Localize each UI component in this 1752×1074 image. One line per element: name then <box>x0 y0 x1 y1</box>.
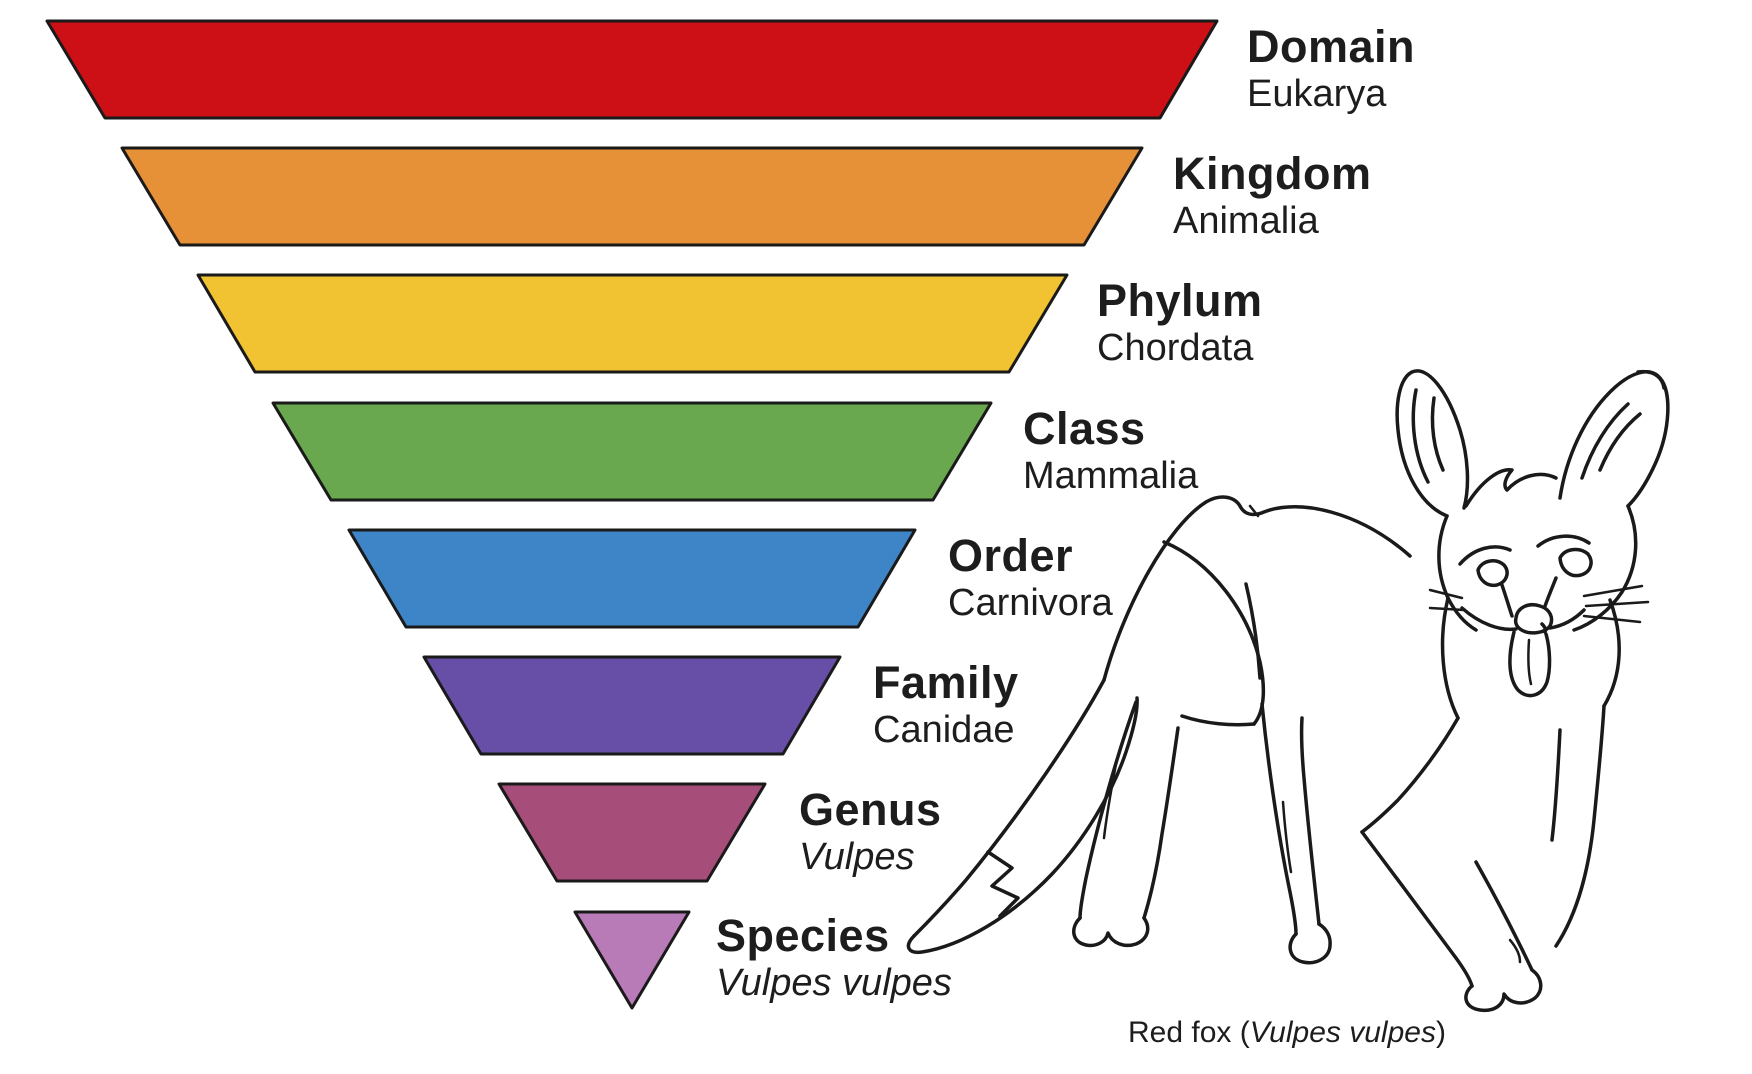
fox-right-ear-inner <box>1580 402 1642 480</box>
fox-illustration <box>906 369 1670 1013</box>
fox-right-brow <box>1536 534 1591 548</box>
level-label-genus: Genus Vulpes <box>799 786 942 878</box>
fox-tongue-centerline <box>1527 638 1533 686</box>
fox-far-leg-front-edge <box>1260 702 1298 936</box>
fox-left-ear-inner <box>1411 388 1445 484</box>
taxon-name: Chordata <box>1097 326 1254 369</box>
fox-mouth-left <box>1460 606 1518 632</box>
rank-name: Kingdom <box>1173 147 1372 199</box>
fox-far-leg-back-edge <box>1299 716 1321 926</box>
caption-suffix: ) <box>1435 1016 1446 1049</box>
fox-far-front-leg-inner <box>1550 728 1562 842</box>
rank-name: Phylum <box>1097 274 1263 326</box>
fox-front-paw-detail <box>1508 938 1522 964</box>
fox-hind-foot <box>1072 916 1150 948</box>
fox-head-right-jaw <box>1572 504 1638 632</box>
fox-tail-outer <box>912 678 1106 938</box>
taxon-name: Vulpes vulpes <box>716 961 952 1004</box>
fox-far-leg-detail <box>1281 800 1293 874</box>
fox-chest-line <box>1360 716 1460 834</box>
level-label-order: Order Carnivora <box>948 532 1113 624</box>
fox-front-leg-back-edge <box>1474 860 1534 972</box>
rank-name: Order <box>948 529 1074 581</box>
fox-nostril <box>1540 622 1548 634</box>
taxon-name: Mammalia <box>1023 454 1199 497</box>
level-label-kingdom: Kingdom Animalia <box>1173 150 1371 242</box>
level-label-class: Class Mammalia <box>1023 405 1198 497</box>
fox-right-ruff <box>1602 598 1621 708</box>
fox-tail-white-tip-zigzag <box>986 850 1020 918</box>
fox-right-ear <box>1558 370 1670 508</box>
caption-prefix: Red fox ( <box>1128 1016 1250 1049</box>
level-label-phylum: Phylum Chordata <box>1097 277 1263 369</box>
caption-species-name: Vulpes vulpes <box>1249 1016 1436 1049</box>
rank-name: Species <box>716 909 890 961</box>
taxon-name: Carnivora <box>948 581 1113 624</box>
fox-front-leg-front-edge <box>1360 830 1474 988</box>
level-label-family: Family Canidae <box>873 659 1019 751</box>
fox-right-ear-tip-fold <box>1636 369 1666 390</box>
fox-left-ruff <box>1440 596 1460 720</box>
fox-left-brow <box>1458 545 1512 566</box>
fox-back-line <box>1102 495 1412 682</box>
rank-name: Genus <box>799 783 942 835</box>
fox-forehead <box>1464 468 1558 508</box>
rank-name: Domain <box>1247 20 1416 72</box>
funnel-band-species <box>573 910 691 1010</box>
fox-tongue <box>1508 630 1552 698</box>
fox-left-eye <box>1476 559 1509 588</box>
taxon-name: Canidae <box>873 708 1015 751</box>
fox-far-foot <box>1288 922 1332 965</box>
rank-name: Family <box>873 656 1019 708</box>
fox-whiskers <box>1428 584 1650 624</box>
funnel-band-domain <box>45 19 1219 120</box>
level-label-domain: Domain Eukarya <box>1247 23 1415 115</box>
fox-withers-notch <box>1248 504 1260 518</box>
taxon-name: Animalia <box>1173 199 1319 242</box>
fox-shoulder-line <box>1244 582 1262 680</box>
fox-front-feet <box>1464 968 1543 1013</box>
fox-mouth-right <box>1548 608 1586 630</box>
fox-hind-leg-front-edge <box>1078 700 1138 920</box>
fox-caption: Red fox (Vulpes vulpes) <box>1128 1016 1446 1050</box>
funnel-band-kingdom <box>120 146 1144 247</box>
taxonomy-funnel <box>45 19 1219 1010</box>
funnel-band-phylum <box>196 273 1069 374</box>
fox-hind-leg-detail <box>1102 762 1118 840</box>
fox-belly <box>1180 714 1256 727</box>
rank-name: Class <box>1023 402 1146 454</box>
fox-muzzle-left <box>1500 583 1514 618</box>
funnel-band-order <box>347 528 917 629</box>
fox-hind-leg-back-edge <box>1142 726 1180 920</box>
funnel-band-class <box>271 401 993 502</box>
fox-far-front-leg <box>1554 704 1606 948</box>
fox-right-eye <box>1558 547 1593 578</box>
funnel-band-family <box>422 655 842 756</box>
fox-thigh <box>1162 540 1266 726</box>
taxon-name: Vulpes <box>799 835 915 878</box>
taxon-name: Eukarya <box>1247 72 1387 115</box>
funnel-band-genus <box>497 782 767 883</box>
fox-left-ear <box>1395 369 1470 518</box>
fox-tail-under <box>906 696 1139 955</box>
level-label-species: Species Vulpes vulpes <box>716 912 952 1004</box>
